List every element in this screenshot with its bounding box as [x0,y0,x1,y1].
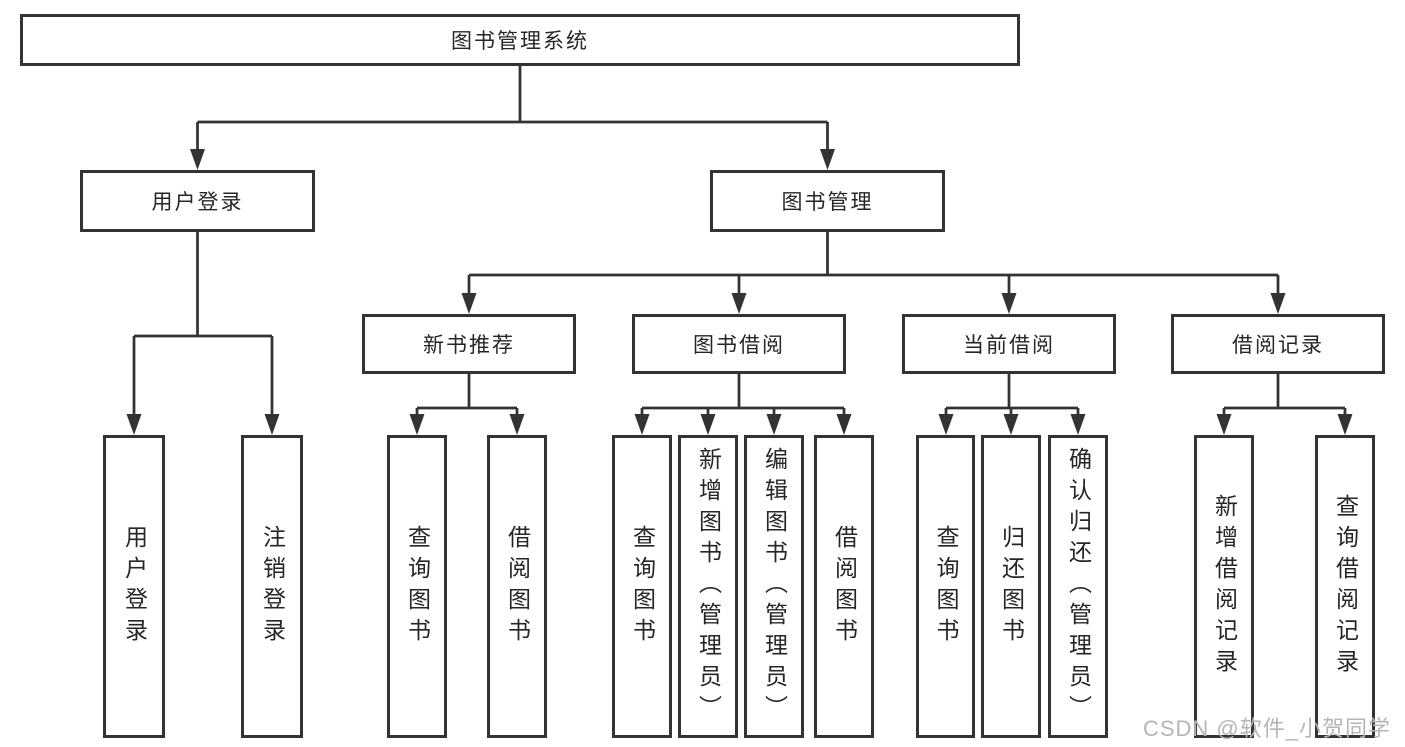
node-label: 新增图书（管理员） [695,447,722,726]
leaf-borrow-books-2: 借阅图书 [814,435,874,738]
leaf-add-borrow-record: 新增借阅记录 [1194,435,1254,738]
leaf-logout: 注销登录 [241,435,303,738]
leaf-query-borrow-record: 查询借阅记录 [1315,435,1375,738]
node-book-management: 图书管理 [710,170,945,232]
node-borrow-records: 借阅记录 [1171,314,1385,374]
leaf-borrow-books-1: 借阅图书 [487,435,547,738]
node-root-system: 图书管理系统 [20,14,1020,66]
node-label: 查询图书 [404,524,431,649]
leaf-edit-books-admin: 编辑图书（管理员） [744,435,804,738]
node-label: 借阅图书 [831,524,858,649]
node-label: 借阅记录 [1232,334,1324,357]
node-current-borrow: 当前借阅 [902,314,1116,374]
node-label: 新增借阅记录 [1211,493,1238,680]
leaf-return-books: 归还图书 [981,435,1041,738]
leaf-add-books-admin: 新增图书（管理员） [678,435,738,738]
node-book-borrow: 图书借阅 [632,314,846,374]
node-label: 图书管理系统 [451,30,589,53]
node-label: 当前借阅 [963,334,1055,357]
node-label: 新书推荐 [423,334,515,357]
node-label: 图书管理 [781,191,874,214]
leaf-query-books-1: 查询图书 [387,435,447,738]
node-user-login: 用户登录 [80,170,315,232]
leaf-query-books-3: 查询图书 [916,435,975,738]
node-label: 确认归还（管理员） [1065,447,1092,726]
leaf-user-login: 用户登录 [103,435,165,738]
node-label: 编辑图书（管理员） [761,447,788,726]
leaf-query-books-2: 查询图书 [612,435,672,738]
node-label: 用户登录 [121,524,148,649]
node-label: 查询图书 [629,524,656,649]
node-label: 注销登录 [259,524,286,649]
csdn-watermark: CSDN @软件_小贺同学 [1142,716,1391,741]
leaf-confirm-return-admin: 确认归还（管理员） [1048,435,1108,738]
node-label: 图书借阅 [693,334,785,357]
node-label: 借阅图书 [504,524,531,649]
node-label: 查询借阅记录 [1332,493,1359,680]
node-label: 归还图书 [998,524,1025,649]
node-label: 用户登录 [151,191,244,214]
node-label: 查询图书 [933,524,959,649]
node-new-book-recommend: 新书推荐 [362,314,576,374]
